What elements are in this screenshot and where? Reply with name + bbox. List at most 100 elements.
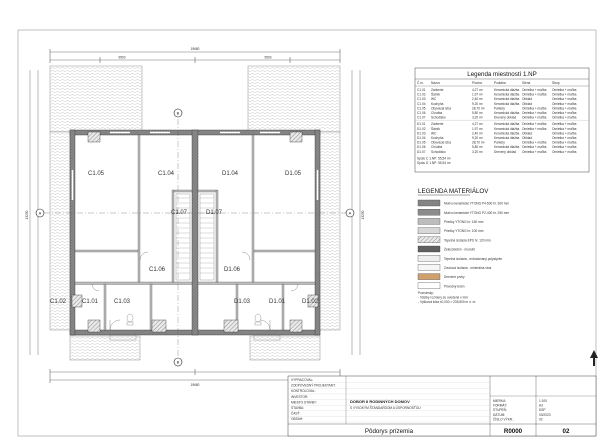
section-marker-a-left: A	[35, 208, 45, 218]
title-block-meta: MIERKA:1:100FORMÁT:A3STUPEŇ:DSPDÁTUM:03/…	[493, 399, 551, 421]
legend-material-label: Zvuková izolácia - minerálna vlna	[444, 266, 491, 270]
legend-material-note: Poznámky:	[418, 291, 434, 295]
legend-rooms-cell: Obklad	[522, 97, 532, 101]
room-label-c1-05: C1.05	[88, 171, 105, 177]
legend-material-label: Pôvodný terén	[444, 284, 465, 288]
legend-rooms-cell: Kuchyňa	[431, 102, 444, 106]
roof-area-bottom-left	[69, 335, 141, 361]
legend-material-swatch	[417, 236, 441, 243]
room-label-c1-06: C1.06	[149, 267, 166, 273]
legend-material-label: Drevené prvky	[444, 275, 465, 279]
room-label-d1-01: D1.01	[269, 299, 286, 305]
legend-rooms-cell: Schodisko	[431, 150, 446, 154]
room-label-c1-02: C1.02	[50, 299, 67, 305]
legend-rooms-cell: Šatník	[431, 126, 440, 131]
room-label-c1-07: C1.07	[171, 210, 188, 216]
legend-rooms-cell: Omietka + maľba	[552, 127, 577, 131]
legend-rooms-cell: C1.05	[417, 106, 426, 110]
legend-rooms-cell: 5,80 m²	[472, 111, 483, 115]
section-marker-b-top: B	[173, 108, 183, 118]
legend-rooms-cell: Omietka + maľba	[552, 116, 577, 120]
title-block-label: STAVBA:	[291, 406, 304, 410]
legend-rooms-cell: D1.07	[417, 150, 426, 154]
windows	[71, 131, 319, 200]
legend-rooms-cell: C1.06	[417, 111, 426, 115]
legend-rooms-cell: C1.02	[417, 93, 426, 97]
legend-rooms-cell: Omietka + maľba	[552, 150, 577, 154]
legend-rooms-cell: Šatník	[431, 92, 440, 97]
legend-rooms-cell: Omietka + maľba	[522, 88, 547, 92]
staircase-d	[199, 193, 215, 281]
title-block-meta-label: STUPEŇ:	[493, 408, 507, 412]
legend-rooms-cell: 9,20 m²	[472, 136, 483, 140]
wc-fixture-c	[126, 313, 134, 326]
legend-rooms-total: Spolu C 1.NP: 55,54 m²	[417, 156, 451, 160]
title-block-meta-label: MIERKA:	[493, 399, 506, 403]
floor-plan: 19680 9500 9500 19680 13230 13230	[25, 47, 365, 387]
legend-rooms-cell: Omietka + maľba	[522, 150, 547, 154]
title-block-label: ČASŤ:	[291, 411, 301, 416]
legend-rooms-cell: D1.05	[417, 141, 426, 145]
title-block-meta-label: FORMÁT:	[493, 404, 507, 408]
drawing-number: R0000	[504, 428, 523, 435]
legend-rooms-cell: Keramická dlažba	[494, 145, 520, 149]
dimension-label-bottom: 19680	[191, 383, 200, 387]
legend-rooms-cell: Chodba	[431, 111, 442, 115]
title-block-label: ZODPOVEDNÝ PROJEKTANT:	[291, 384, 336, 388]
legend-material-label: Priečky YTONG hr. 150 mm	[444, 220, 484, 224]
legend-rooms-cell: Omietka + maľba	[522, 145, 547, 149]
legend-rooms-cell: Obývacia izba	[431, 141, 451, 145]
legend-rooms-cell: D1.06	[417, 145, 426, 149]
north-arrow-icon	[590, 350, 598, 366]
legend-material-swatch	[417, 282, 441, 289]
legend-rooms-cell: Zádverie	[431, 88, 444, 92]
legend-rooms-cell: Omietka + maľba	[552, 93, 577, 97]
title-block-meta-value: A3	[539, 404, 543, 408]
legend-rooms-cell: D1.03	[417, 131, 426, 135]
room-label-d1-04: D1.04	[222, 171, 239, 177]
legend-rooms-cell: Keramická dlažba	[494, 102, 520, 106]
legend-rooms-cell: Keramická dlažba	[494, 97, 520, 101]
legend-material-label: Murivo keramické YTONG P2-400 hr. 250 mm	[444, 211, 509, 215]
legend-rooms-cell: 28,70 m²	[472, 106, 485, 110]
dimension-label-vertical-right: 13230	[361, 210, 365, 219]
legend-rooms-cell: Schodisko	[431, 116, 446, 120]
project-name-line-2: S VYSOKÝM ŠTANDARDOM A ÚSPORNOSŤOU	[350, 405, 421, 410]
legend-rooms-cell: WC	[431, 97, 437, 101]
legend-rooms-cell: Obklad	[522, 102, 532, 106]
legend-material-swatch	[417, 209, 441, 216]
legend-rooms-cell: 28,70 m²	[472, 141, 485, 145]
legend-rooms-cell: Zádverie	[431, 122, 444, 126]
legend-rooms-cell: Obklad	[522, 136, 532, 140]
corner-columns	[71, 131, 319, 333]
exterior-walls	[69, 129, 321, 336]
room-label-d1-03: D1.03	[234, 299, 251, 305]
svg-text:B: B	[177, 111, 180, 116]
legend-rooms-cell: Omietka + maľba	[522, 122, 547, 126]
legend-rooms-cell: Omietka + maľba	[552, 106, 577, 110]
legend-rooms-cell: WC	[431, 131, 437, 135]
svg-text:A: A	[39, 211, 42, 216]
legend-rooms-cell: Omietka + maľba	[552, 111, 577, 115]
title-block-meta-label: ČÍSLO VÝKR.:	[493, 416, 514, 421]
roof-area-top-left	[49, 65, 143, 133]
entrance-step-d	[253, 334, 281, 341]
legend-rooms-cell: Omietka + maľba	[522, 106, 547, 110]
legend-material-swatch	[417, 227, 441, 234]
legend-rooms-cell: C1.01	[417, 88, 426, 92]
legend-material-swatch	[417, 273, 441, 280]
legend-rooms-cell: Parkety	[494, 106, 505, 110]
drawing-title: Pôdorys prízemia	[365, 428, 414, 435]
legend-rooms-cell: Chodba	[431, 145, 442, 149]
legend-rooms-cell: C1.07	[417, 116, 426, 120]
wc-fixture-d	[254, 313, 262, 326]
legend-rooms-cell: Keramická dlažba	[494, 93, 520, 97]
legend-rooms-header-cell: Plocha	[472, 81, 482, 85]
entrance-step-c	[109, 334, 137, 341]
legend-material-swatch	[417, 264, 441, 271]
legend-rooms-cell: Obývacia izba	[431, 106, 451, 110]
door-swings	[91, 251, 299, 331]
legend-rooms-cell: Omietka + maľba	[522, 116, 547, 120]
